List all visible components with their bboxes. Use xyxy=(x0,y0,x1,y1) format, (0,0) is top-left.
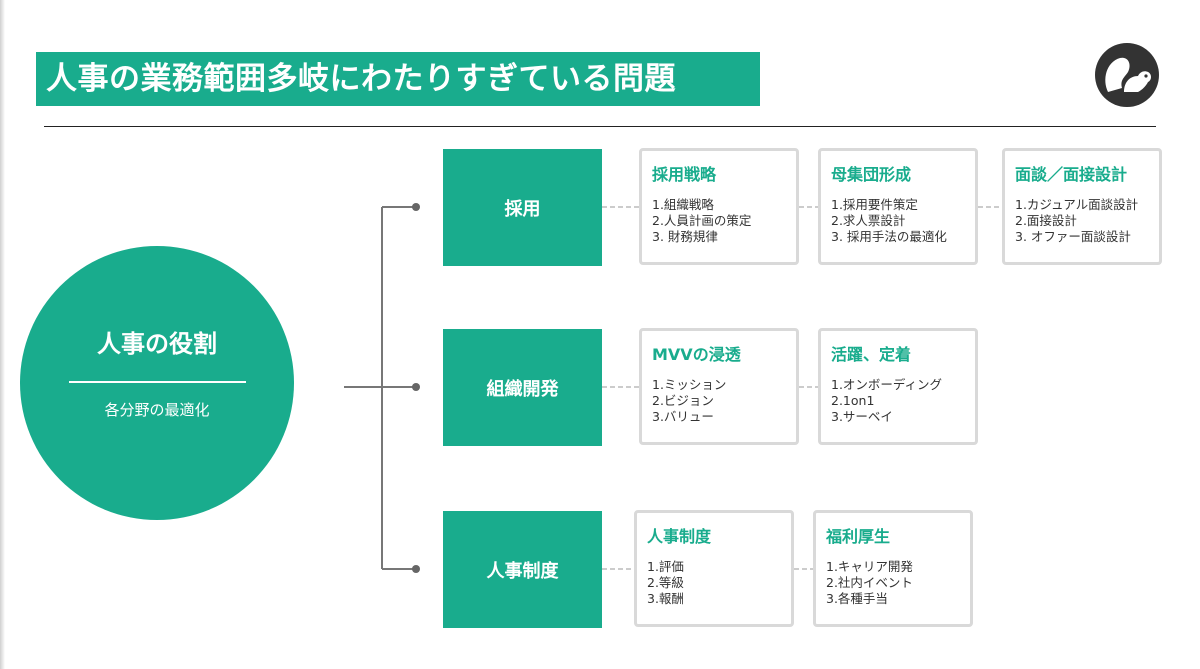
list-item: 3.バリュー xyxy=(652,409,714,424)
card-recruiting-strategy: 採用戦略 1.組織戦略 2.人員計画の策定 3. 財務規律 xyxy=(639,148,799,265)
title-banner: 人事の業務範囲多岐にわたりすぎている問題 xyxy=(36,52,760,106)
category-hr-system: 人事制度 xyxy=(443,511,602,628)
card-items: 1.採用要件策定 2.求人票設計 3. 採用手法の最適化 xyxy=(831,197,975,245)
title-divider xyxy=(44,126,1156,127)
card-title: 母集団形成 xyxy=(831,165,912,184)
list-item: 3. 財務規律 xyxy=(652,229,718,244)
list-item: 1.組織戦略 xyxy=(652,197,714,212)
list-item: 2.社内イベント xyxy=(826,575,913,590)
list-item: 1.採用要件策定 xyxy=(831,197,918,212)
list-item: 3.各種手当 xyxy=(826,591,888,606)
category-org-development: 組織開発 xyxy=(443,329,602,446)
list-item: 3.報酬 xyxy=(647,591,684,606)
card-welfare: 福利厚生 1.キャリア開発 2.社内イベント 3.各種手当 xyxy=(813,510,973,627)
center-subtitle: 各分野の最適化 xyxy=(104,401,210,419)
slide-edge-shadow xyxy=(0,0,5,669)
card-interview-design: 面談／面接設計 1.カジュアル面談設計 2.面接設計 3. オファー面談設計 xyxy=(1002,148,1162,265)
list-item: 1.ミッション xyxy=(652,377,727,392)
card-items: 1.カジュアル面談設計 2.面接設計 3. オファー面談設計 xyxy=(1015,197,1159,245)
list-item: 3. オファー面談設計 xyxy=(1015,229,1131,244)
center-title: 人事の役割 xyxy=(97,330,217,358)
list-item: 1.キャリア開発 xyxy=(826,559,913,574)
card-mvv: MVVの浸透 1.ミッション 2.ビジョン 3.バリュー xyxy=(639,328,799,445)
list-item: 2.等級 xyxy=(647,575,684,590)
card-title: 採用戦略 xyxy=(652,165,717,184)
card-title: 人事制度 xyxy=(647,527,712,546)
center-divider xyxy=(69,381,246,383)
list-item: 1.カジュアル面談設計 xyxy=(1015,197,1139,212)
category-recruiting: 採用 xyxy=(443,149,602,266)
card-candidate-pool: 母集団形成 1.採用要件策定 2.求人票設計 3. 採用手法の最適化 xyxy=(818,148,978,265)
card-items: 1.オンボーディング 2.1on1 3.サーベイ xyxy=(831,377,975,425)
list-item: 1.オンボーディング xyxy=(831,377,943,392)
list-item: 2.面接設計 xyxy=(1015,213,1077,228)
list-item: 1.評価 xyxy=(647,559,684,574)
center-role-circle: 人事の役割 各分野の最適化 xyxy=(20,246,294,520)
squirrel-icon xyxy=(1095,43,1159,107)
list-item: 2.人員計画の策定 xyxy=(652,213,752,228)
card-title: 面談／面接設計 xyxy=(1015,165,1128,184)
list-item: 3. 採用手法の最適化 xyxy=(831,229,947,244)
list-item: 2.求人票設計 xyxy=(831,213,906,228)
list-item: 2.1on1 xyxy=(831,393,875,408)
list-item: 2.ビジョン xyxy=(652,393,714,408)
card-title: 活躍、定着 xyxy=(831,345,912,364)
page-title: 人事の業務範囲多岐にわたりすぎている問題 xyxy=(46,61,676,97)
card-title: MVVの浸透 xyxy=(652,345,741,364)
card-hr-system: 人事制度 1.評価 2.等級 3.報酬 xyxy=(634,510,794,627)
card-items: 1.評価 2.等級 3.報酬 xyxy=(647,559,791,607)
card-items: 1.ミッション 2.ビジョン 3.バリュー xyxy=(652,377,796,425)
card-engagement-retention: 活躍、定着 1.オンボーディング 2.1on1 3.サーベイ xyxy=(818,328,978,445)
card-title: 福利厚生 xyxy=(826,527,891,546)
card-items: 1.組織戦略 2.人員計画の策定 3. 財務規律 xyxy=(652,197,796,245)
list-item: 3.サーベイ xyxy=(831,409,893,424)
card-items: 1.キャリア開発 2.社内イベント 3.各種手当 xyxy=(826,559,970,607)
